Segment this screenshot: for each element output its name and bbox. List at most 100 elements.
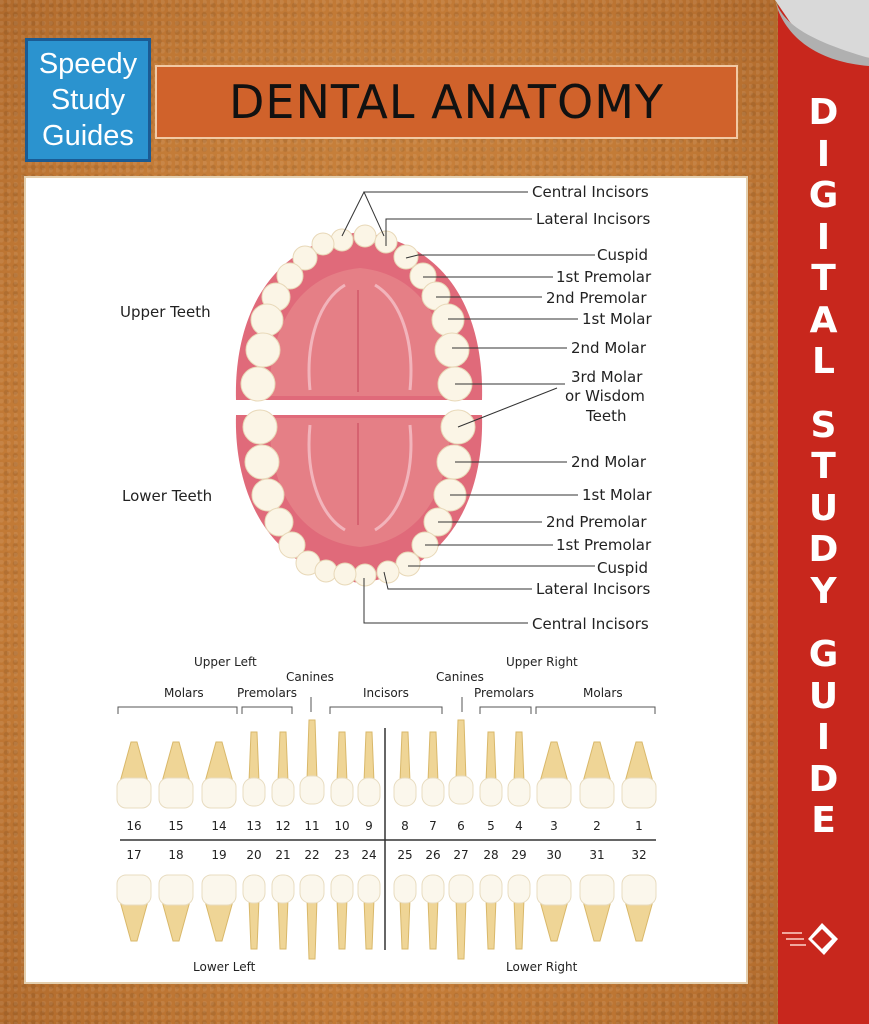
chart-tooth (579, 741, 615, 809)
chart-tooth (621, 741, 657, 809)
chart-tooth (201, 874, 237, 942)
lower-tooth-number: 30 (546, 848, 562, 862)
upper-1st-premolar-label: 1st Premolar (556, 268, 652, 286)
upper-tooth-number: 2 (593, 819, 601, 833)
upper-cuspid-label: Cuspid (597, 246, 649, 264)
chart-tooth (479, 731, 503, 807)
spine-letter: D (808, 92, 839, 133)
lower-tooth-number: 31 (589, 848, 605, 862)
lower-tooth-number: 21 (275, 848, 291, 862)
lower-tooth-number: 18 (168, 848, 184, 862)
arch-tooth (278, 531, 306, 559)
molars-right-label: Molars (583, 686, 623, 700)
lower-1st-premolar-label: 1st Premolar (556, 536, 652, 554)
chart-tooth (242, 731, 266, 807)
lower-tooth-number: 32 (631, 848, 647, 862)
spine-letter: E (811, 800, 836, 841)
spine-letter: D (808, 529, 839, 570)
arch-tooth (409, 262, 437, 290)
lower-leader-lines (363, 461, 595, 624)
chart-tooth (536, 741, 572, 809)
spine-letter: I (816, 717, 831, 758)
third-molar-label-3: Teeth (586, 407, 627, 425)
lower-tooth-number: 25 (397, 848, 413, 862)
logo-line-2: Study (50, 84, 126, 116)
chart-tooth (357, 731, 381, 807)
arch-tooth (240, 366, 276, 402)
logo-line-3: Guides (42, 120, 134, 152)
lower-tooth-number: 27 (453, 848, 469, 862)
chart-tooth (421, 874, 445, 950)
chart-tooth (330, 731, 354, 807)
spine-letter: Y (810, 570, 837, 612)
arch-teeth (240, 224, 476, 587)
upper-tooth-number: 10 (334, 819, 350, 833)
canines-left-label: Canines (286, 670, 334, 684)
upper-2nd-molar-label: 2nd Molar (571, 339, 646, 357)
canines-right-label: Canines (436, 670, 484, 684)
title-banner: DENTAL ANATOMY (155, 65, 738, 139)
upper-tooth-number: 12 (275, 819, 291, 833)
upper-tooth-number: 3 (550, 819, 558, 833)
chart-tooth (116, 741, 152, 809)
upper-2nd-premolar-label: 2nd Premolar (546, 289, 647, 307)
chart-tooth (579, 874, 615, 942)
lower-tooth-number: 17 (126, 848, 142, 862)
upper-left-label: Upper Left (194, 655, 257, 669)
lower-lateral-incisors-label: Lateral Incisors (536, 580, 651, 598)
lower-cuspid-label: Cuspid (597, 559, 649, 577)
third-molar-label-2: or Wisdom (565, 387, 645, 405)
arch-tooth (376, 560, 400, 584)
spine-letter: G (808, 175, 839, 216)
lower-tooth-number: 29 (511, 848, 527, 862)
upper-tooth-number: 6 (457, 819, 465, 833)
upper-tooth-number: 13 (246, 819, 262, 833)
chart-teeth (116, 719, 657, 960)
upper-1st-molar-label: 1st Molar (582, 310, 652, 328)
spine-letter: T (811, 446, 836, 487)
spine-letter: S (810, 404, 837, 446)
chart-tooth (299, 874, 325, 960)
arch-tooth (292, 245, 318, 271)
lower-tooth-number: 23 (334, 848, 350, 862)
upper-tooth-number: 7 (429, 819, 437, 833)
book-spine (778, 0, 869, 1024)
chart-tooth (448, 719, 474, 805)
chart-tooth (448, 874, 474, 960)
book-title: DENTAL ANATOMY (228, 75, 664, 129)
molars-left-label: Molars (164, 686, 204, 700)
chart-tooth (507, 874, 531, 950)
chart-tooth (299, 719, 325, 805)
lower-right-label: Lower Right (506, 960, 578, 974)
arch-tooth (245, 332, 281, 368)
lower-1st-molar-label: 1st Molar (582, 486, 652, 504)
upper-tooth-number: 16 (126, 819, 142, 833)
upper-tooth-number: 11 (304, 819, 320, 833)
upper-tooth-number: 9 (365, 819, 373, 833)
upper-teeth-label: Upper Teeth (120, 303, 211, 321)
upper-tooth-number: 5 (487, 819, 495, 833)
chart-tooth (421, 731, 445, 807)
spine-letter: T (811, 258, 836, 299)
upper-leader-lines (341, 191, 595, 428)
chart-tooth (507, 731, 531, 807)
chart-tooth (393, 731, 417, 807)
lower-tooth-number: 28 (483, 848, 499, 862)
premolars-right-label: Premolars (474, 686, 534, 700)
page-curl (775, 0, 869, 66)
chart-tooth (357, 874, 381, 950)
arch-tooth (244, 444, 280, 480)
chart-tooth (479, 874, 503, 950)
upper-lateral-incisors-label: Lateral Incisors (536, 210, 651, 228)
speedy-study-guides-logo: Speedy Study Guides (25, 38, 151, 162)
premolars-left-label: Premolars (237, 686, 297, 700)
lower-2nd-molar-label: 2nd Molar (571, 453, 646, 471)
upper-right-label: Upper Right (506, 655, 578, 669)
spine-letter: U (808, 487, 839, 529)
lower-2nd-premolar-label: 2nd Premolar (546, 513, 647, 531)
lower-tooth-number: 24 (361, 848, 377, 862)
upper-tooth-number: 4 (515, 819, 523, 833)
spine-letter: A (809, 299, 838, 341)
